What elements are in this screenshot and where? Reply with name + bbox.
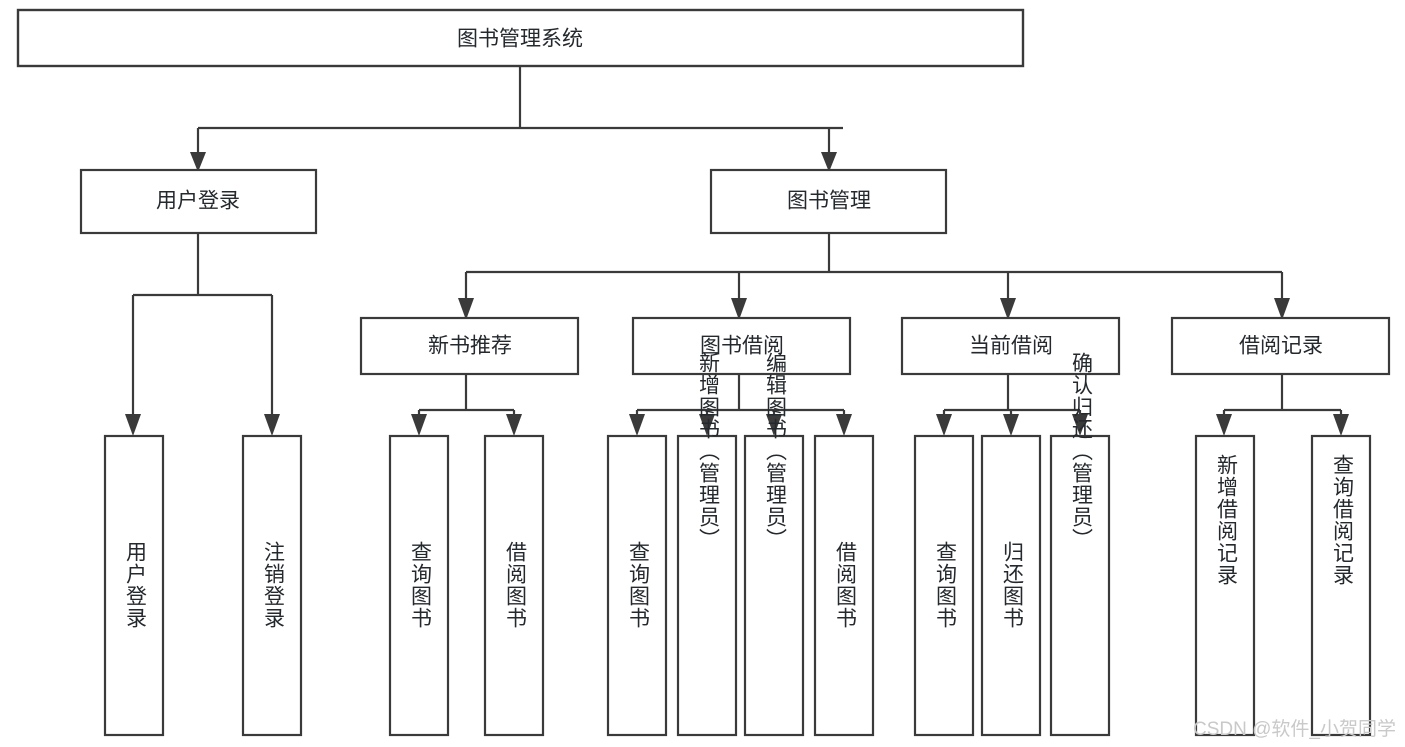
connector-group-current-borrow-to-leaves — [936, 374, 1088, 436]
node-book-manage-box[interactable] — [709, 168, 948, 235]
node-borrow-record[interactable]: 借阅记录 — [1170, 316, 1391, 376]
node-new-book-recommend[interactable]: 新书推荐 — [359, 316, 580, 376]
node-leaf-user-login-box[interactable] — [103, 434, 165, 737]
connector-group-user-login-to-leaves — [125, 233, 280, 436]
arrowhead-cb-leaf-3 — [1072, 414, 1088, 436]
node-leaf-bb-query-book-label: 查询图书 — [626, 541, 650, 629]
node-leaf-br-add-record-label: 新增借阅记录 — [1214, 454, 1238, 586]
node-leaf-user-login-label: 用户登录 — [123, 541, 147, 629]
node-leaf-nb-query-book-label: 查询图书 — [408, 541, 432, 629]
node-leaf-bb-add-book[interactable]: 新增图书（管理员） — [676, 352, 738, 737]
node-leaf-br-query-record-box[interactable] — [1310, 434, 1372, 737]
node-leaf-cb-return-book-label: 归还图书 — [1000, 541, 1024, 629]
node-leaf-bb-borrow-book[interactable]: 借阅图书 — [813, 434, 875, 737]
node-leaf-nb-query-book[interactable]: 查询图书 — [388, 434, 450, 737]
arrowhead-br-leaf-1 — [1216, 414, 1232, 436]
node-leaf-logout-label: 注销登录 — [261, 541, 285, 629]
node-leaf-bb-edit-book-box[interactable] — [743, 434, 805, 737]
node-leaf-cb-query-book[interactable]: 查询图书 — [913, 434, 975, 737]
node-current-borrow[interactable]: 当前借阅 — [900, 316, 1121, 376]
node-leaf-nb-borrow-book[interactable]: 借阅图书 — [483, 434, 545, 737]
arrowhead-user-login — [190, 152, 206, 172]
node-book-borrow[interactable]: 图书借阅 — [631, 316, 852, 376]
csdn-watermark: CSDN @软件_小贺同学 — [1193, 718, 1396, 740]
arrowhead-bb-leaf-4 — [836, 414, 852, 436]
node-root[interactable]: 图书管理系统 — [16, 8, 1025, 68]
node-leaf-br-query-record[interactable]: 查询借阅记录 — [1310, 434, 1372, 737]
arrowhead-nb-leaf-1 — [411, 414, 427, 436]
node-leaf-nb-query-book-box[interactable] — [388, 434, 450, 737]
arrowhead-current-borrow — [1000, 298, 1016, 320]
node-borrow-record-box[interactable] — [1170, 316, 1391, 376]
node-leaf-br-add-record[interactable]: 新增借阅记录 — [1194, 434, 1256, 737]
arrowhead-book-manage — [821, 152, 837, 172]
connector-group-root-to-level2 — [190, 66, 843, 172]
connector-group-book-borrow-to-leaves — [629, 374, 852, 436]
node-leaf-user-login[interactable]: 用户登录 — [103, 434, 165, 737]
node-leaf-logout-box[interactable] — [241, 434, 303, 737]
node-leaf-cb-return-book-box[interactable] — [980, 434, 1042, 737]
node-leaf-cb-query-book-label: 查询图书 — [933, 541, 957, 629]
arrowhead-bb-leaf-3 — [766, 414, 782, 436]
node-user-login-box[interactable] — [79, 168, 318, 235]
arrowhead-br-leaf-2 — [1333, 414, 1349, 436]
node-book-borrow-box[interactable] — [631, 316, 852, 376]
arrowhead-cb-leaf-1 — [936, 414, 952, 436]
arrowhead-leaf-user-login — [125, 414, 141, 436]
node-root-box[interactable] — [16, 8, 1025, 68]
node-book-manage-label: 图书管理 — [787, 190, 871, 213]
arrowhead-bb-leaf-1 — [629, 414, 645, 436]
arrowhead-book-borrow — [731, 298, 747, 320]
node-book-manage[interactable]: 图书管理 — [709, 168, 948, 235]
arrowhead-nb-leaf-2 — [506, 414, 522, 436]
arrowhead-leaf-logout — [264, 414, 280, 436]
node-leaf-bb-borrow-book-box[interactable] — [813, 434, 875, 737]
node-new-book-recommend-label: 新书推荐 — [428, 335, 512, 358]
node-leaf-bb-edit-book[interactable]: 编辑图书（管理员） — [743, 352, 805, 737]
arrowhead-cb-leaf-2 — [1003, 414, 1019, 436]
node-new-book-recommend-box[interactable] — [359, 316, 580, 376]
node-current-borrow-label: 当前借阅 — [969, 335, 1053, 358]
node-leaf-cb-query-book-box[interactable] — [913, 434, 975, 737]
node-user-login[interactable]: 用户登录 — [79, 168, 318, 235]
node-leaf-nb-borrow-book-box[interactable] — [483, 434, 545, 737]
node-borrow-record-label: 借阅记录 — [1239, 335, 1323, 358]
arrowhead-borrow-record — [1274, 298, 1290, 320]
node-leaf-logout[interactable]: 注销登录 — [241, 434, 303, 737]
node-leaf-cb-return-book[interactable]: 归还图书 — [980, 434, 1042, 737]
node-leaf-cb-confirm-return[interactable]: 确认归还（管理员） — [1049, 352, 1111, 737]
node-leaf-bb-borrow-book-label: 借阅图书 — [833, 541, 857, 629]
node-leaf-bb-add-book-label: 新增图书（管理员） — [696, 352, 720, 550]
arrowhead-new-book — [458, 298, 474, 320]
connector-group-book-manage-to-level3 — [458, 233, 1290, 320]
node-root-label: 图书管理系统 — [457, 28, 583, 51]
node-leaf-bb-query-book-box[interactable] — [606, 434, 668, 737]
node-leaf-bb-query-book[interactable]: 查询图书 — [606, 434, 668, 737]
node-current-borrow-box[interactable] — [900, 316, 1121, 376]
node-leaf-cb-confirm-return-label: 确认归还（管理员） — [1069, 352, 1093, 550]
node-leaf-br-add-record-box[interactable] — [1194, 434, 1256, 737]
node-leaf-bb-edit-book-label: 编辑图书（管理员） — [763, 352, 787, 550]
node-book-borrow-label: 图书借阅 — [700, 335, 784, 358]
node-leaf-cb-confirm-return-box[interactable] — [1049, 434, 1111, 737]
arrowhead-bb-leaf-2 — [699, 414, 715, 436]
connector-group-new-book-to-leaves — [411, 374, 522, 436]
node-leaf-br-query-record-label: 查询借阅记录 — [1330, 454, 1354, 586]
node-leaf-bb-add-book-box[interactable] — [676, 434, 738, 737]
node-leaf-nb-borrow-book-label: 借阅图书 — [503, 541, 527, 629]
node-user-login-label: 用户登录 — [156, 190, 240, 213]
connector-group-borrow-record-to-leaves — [1216, 374, 1349, 436]
